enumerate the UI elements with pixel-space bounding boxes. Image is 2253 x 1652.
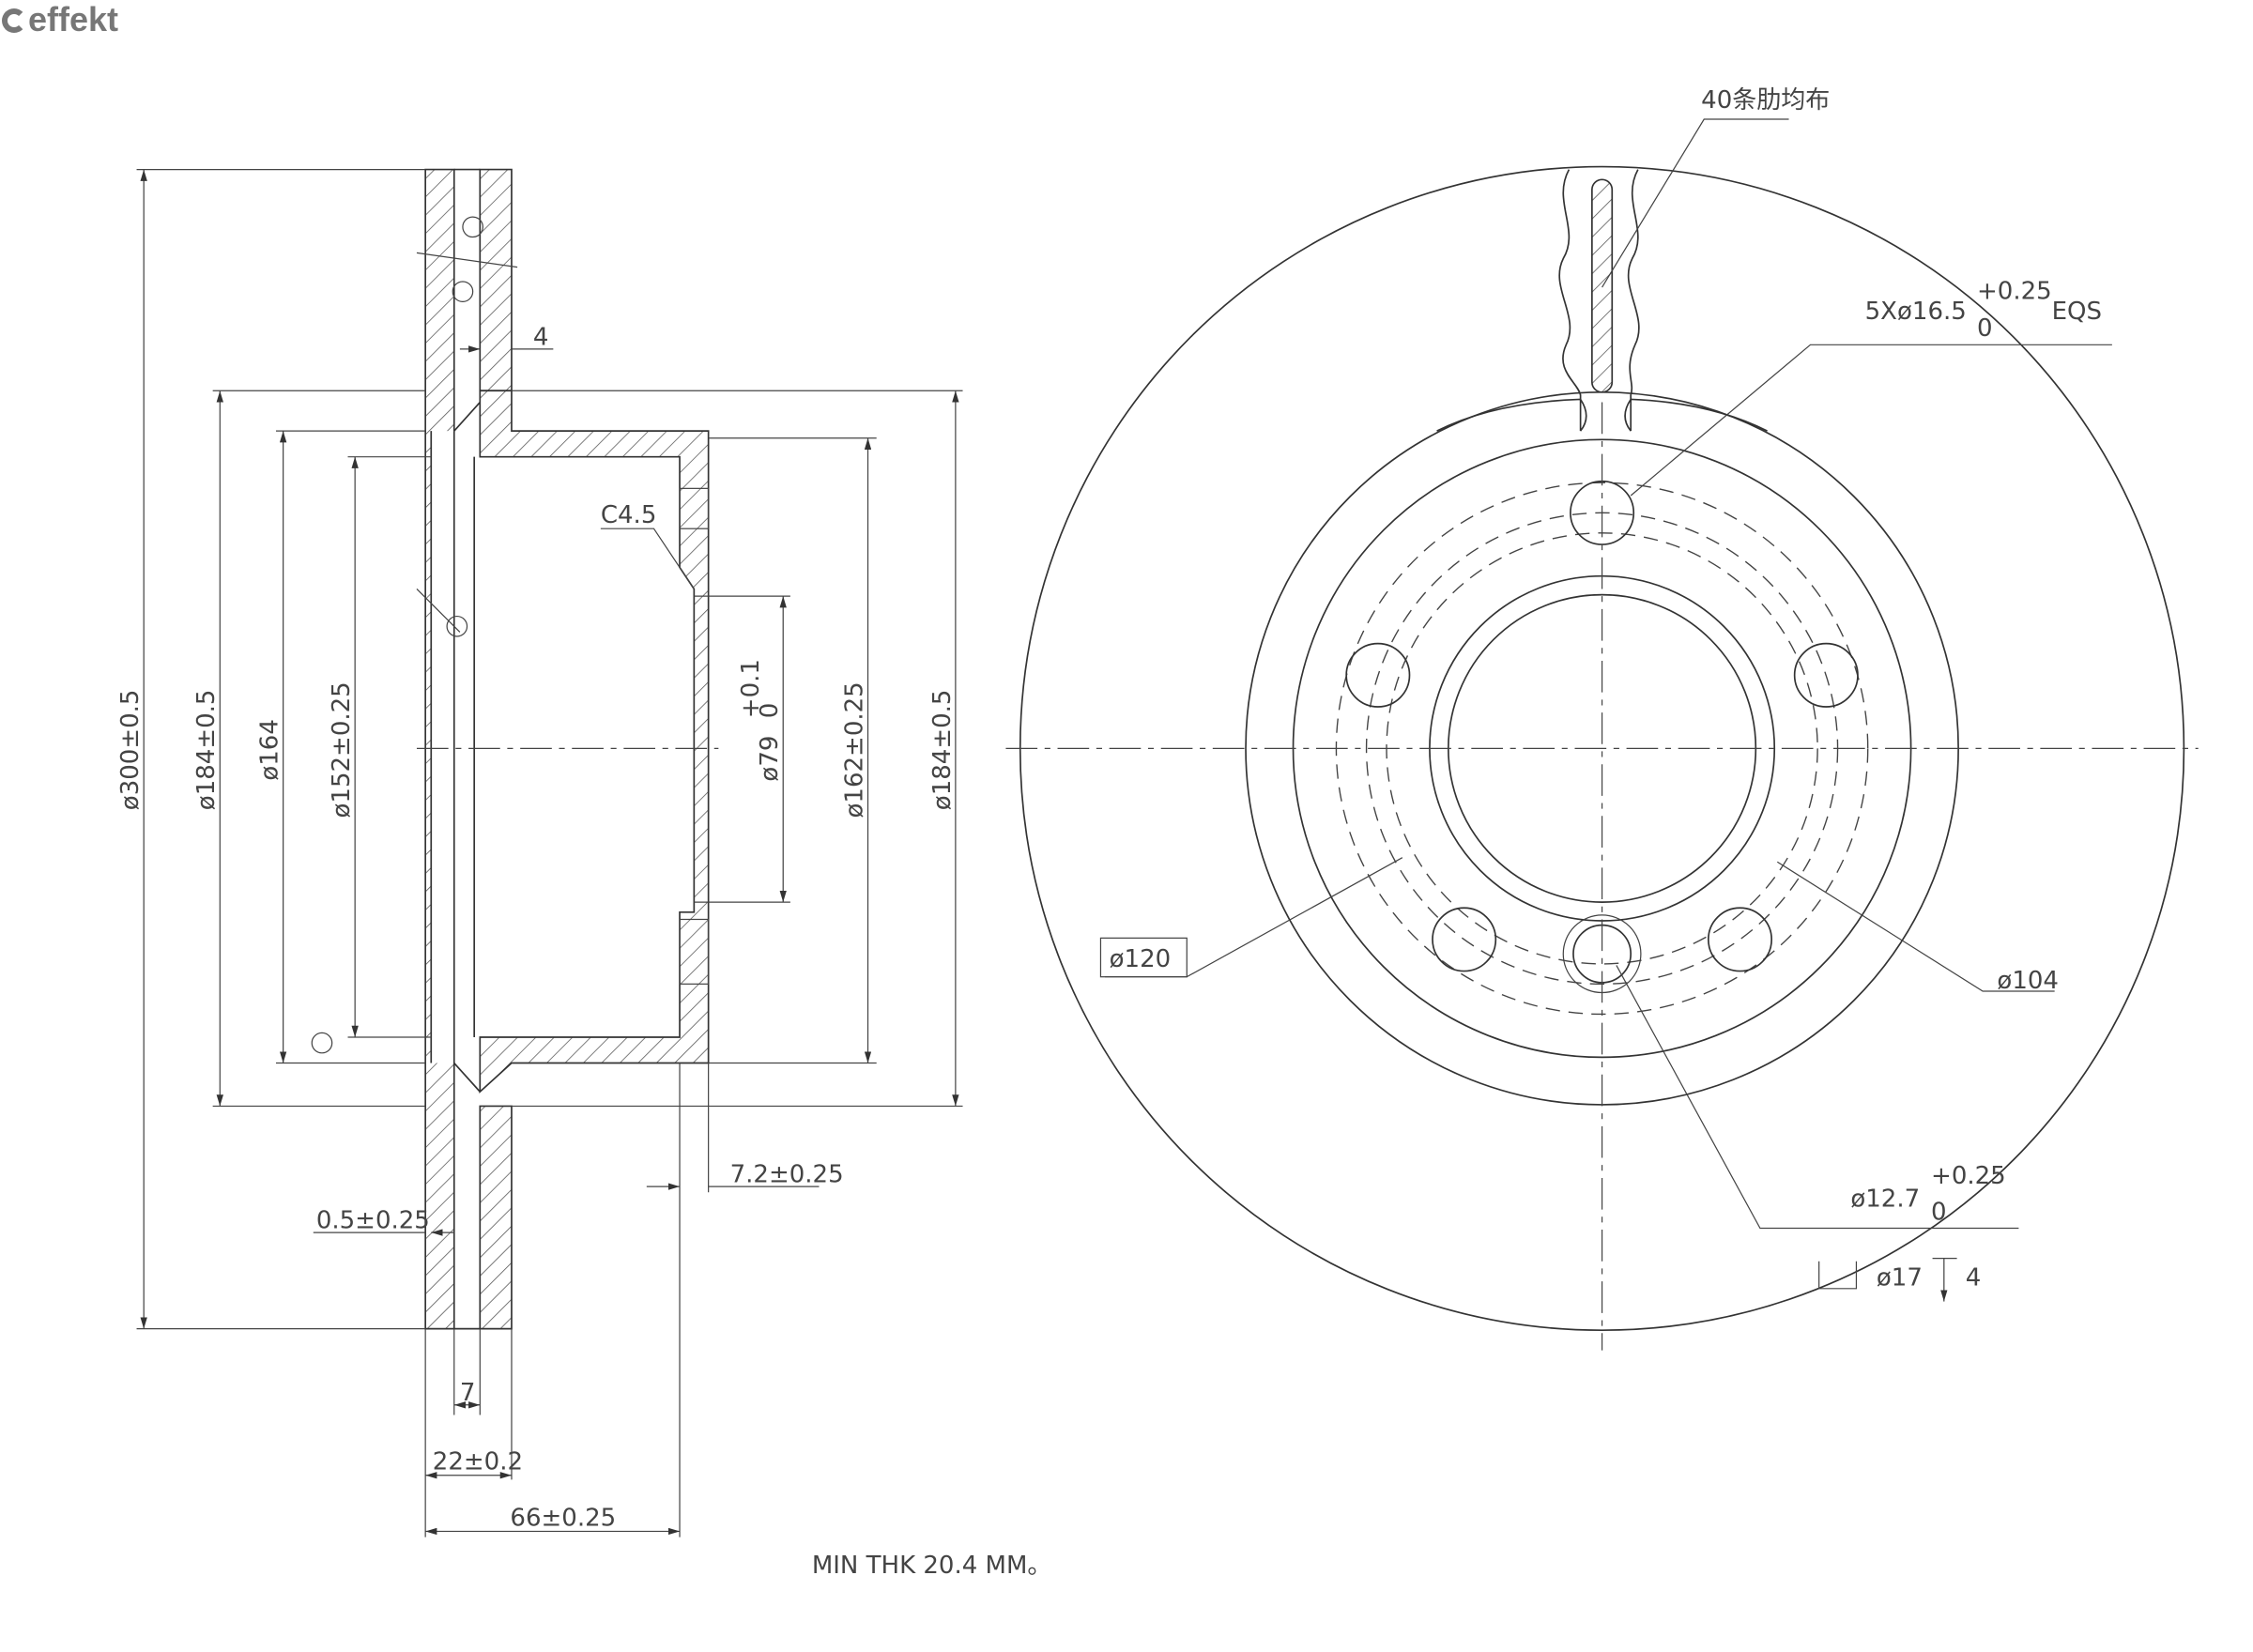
dim-7-2: 7.2±0.25 bbox=[730, 1161, 844, 1189]
front-view: 40条肋均布 5Xø16.5 +0.25 0 EQS ø120 ø104 ø12… bbox=[1005, 86, 2199, 1351]
rib-note: 40条肋均布 bbox=[1701, 86, 1830, 115]
dim-d164: ø164 bbox=[256, 719, 284, 781]
hole-d127: ø12.7 bbox=[1850, 1185, 1920, 1214]
dim-d184-right: ø184±0.5 bbox=[928, 690, 957, 811]
logo-mark-icon bbox=[2, 8, 26, 33]
dim-d300: ø300±0.5 bbox=[116, 690, 145, 811]
dim-d104: ø104 bbox=[1997, 967, 2059, 995]
counterbore-d17: ø17 bbox=[1877, 1264, 1923, 1293]
bolt-tol-upper: +0.25 bbox=[1977, 277, 2052, 305]
min-thickness-note: MIN THK 20.4 MM。 bbox=[812, 1552, 1052, 1580]
bolt-tol-lower: 0 bbox=[1977, 314, 1993, 343]
dim-7: 7 bbox=[460, 1379, 476, 1407]
dim-d184-left: ø184±0.5 bbox=[192, 690, 221, 811]
dim-66: 66±0.25 bbox=[510, 1504, 616, 1532]
dim-0-5: 0.5±0.25 bbox=[316, 1207, 430, 1235]
counterbore-icon bbox=[1818, 1261, 1858, 1290]
outer-plate-top bbox=[479, 168, 513, 392]
dim-d79: ø79 bbox=[756, 736, 784, 782]
chamfer-c45: C4.5 bbox=[601, 501, 657, 529]
dim-d79-tol-upper: +0.1 bbox=[737, 659, 765, 718]
hole-tol-lower: 0 bbox=[1931, 1198, 1947, 1226]
counterbore-depth: 4 bbox=[1966, 1264, 1982, 1293]
dim-d162: ø162±0.25 bbox=[840, 681, 868, 818]
logo-text: effekt bbox=[28, 0, 119, 38]
section-view: ø300±0.5 ø184±0.5 ø164 ø152±0.25 ø79 +0.… bbox=[116, 168, 1052, 1580]
outer-plate-bottom bbox=[479, 1105, 513, 1330]
dim-4: 4 bbox=[533, 323, 549, 351]
dim-d79-tol-lower: 0 bbox=[756, 703, 784, 719]
effekt-logo: effekt bbox=[2, 0, 118, 39]
hat-section bbox=[479, 390, 710, 1094]
eqs-label: EQS bbox=[2052, 298, 2102, 326]
dim-d120: ø120 bbox=[1110, 945, 1172, 973]
cooling-rib bbox=[1591, 178, 1614, 393]
d120-frame bbox=[1099, 937, 1188, 978]
hole-tol-upper: +0.25 bbox=[1931, 1162, 2006, 1190]
dim-22: 22±0.2 bbox=[433, 1448, 523, 1476]
dim-d152: ø152±0.25 bbox=[328, 681, 356, 818]
bolt-holes-label: 5Xø16.5 bbox=[1865, 298, 1967, 326]
